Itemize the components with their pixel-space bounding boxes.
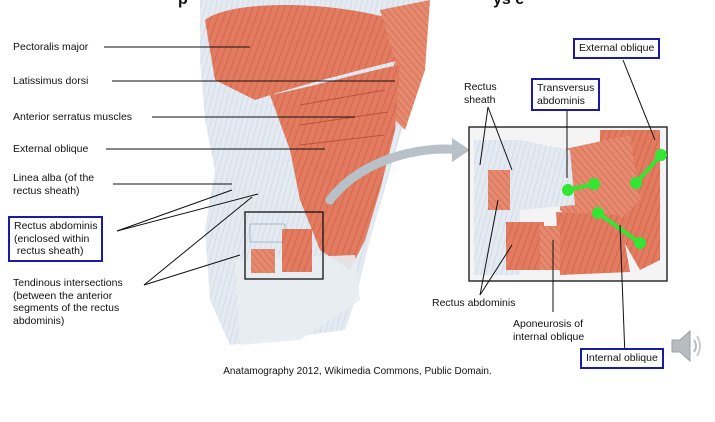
title-fragment-right: ys e	[493, 0, 524, 9]
label-rectus-abdominis-boxed: Rectus abdominis (enclosed within rectus…	[8, 216, 104, 262]
speaker-icon[interactable]	[668, 326, 704, 366]
image-caption: Anatamography 2012, Wikimedia Commons, P…	[223, 366, 492, 377]
title-fragment-left: p	[178, 0, 188, 9]
label-pectoralis-major: Pectoralis major	[13, 41, 89, 53]
label-transversus-abdominis: Transversus abdominis	[531, 78, 601, 111]
external-oblique-muscle	[270, 65, 400, 270]
green-arrows	[562, 149, 667, 249]
label-linea-alba: Linea alba (of the rectus sheath)	[13, 172, 95, 197]
label-external-oblique-left: External oblique	[13, 143, 89, 155]
label-external-oblique-right: External oblique	[573, 38, 661, 59]
label-rectus-abdominis-inset: Rectus abdominis	[432, 297, 516, 309]
label-rectus-sheath: Rectus sheath	[464, 81, 497, 106]
label-internal-oblique: Internal oblique	[580, 348, 664, 369]
pectoralis-major-muscle	[205, 5, 400, 100]
label-latissimus-dorsi: Latissimus dorsi	[13, 75, 89, 87]
label-tendinous-intersections: Tendinous intersections (between the ant…	[13, 277, 123, 327]
label-aponeurosis: Aponeurosis of internal oblique	[513, 318, 585, 343]
label-anterior-serratus: Anterior serratus muscles	[13, 111, 133, 123]
callout-arrow	[325, 144, 465, 205]
leader-lines	[104, 46, 656, 358]
inset-source-square	[244, 211, 324, 280]
